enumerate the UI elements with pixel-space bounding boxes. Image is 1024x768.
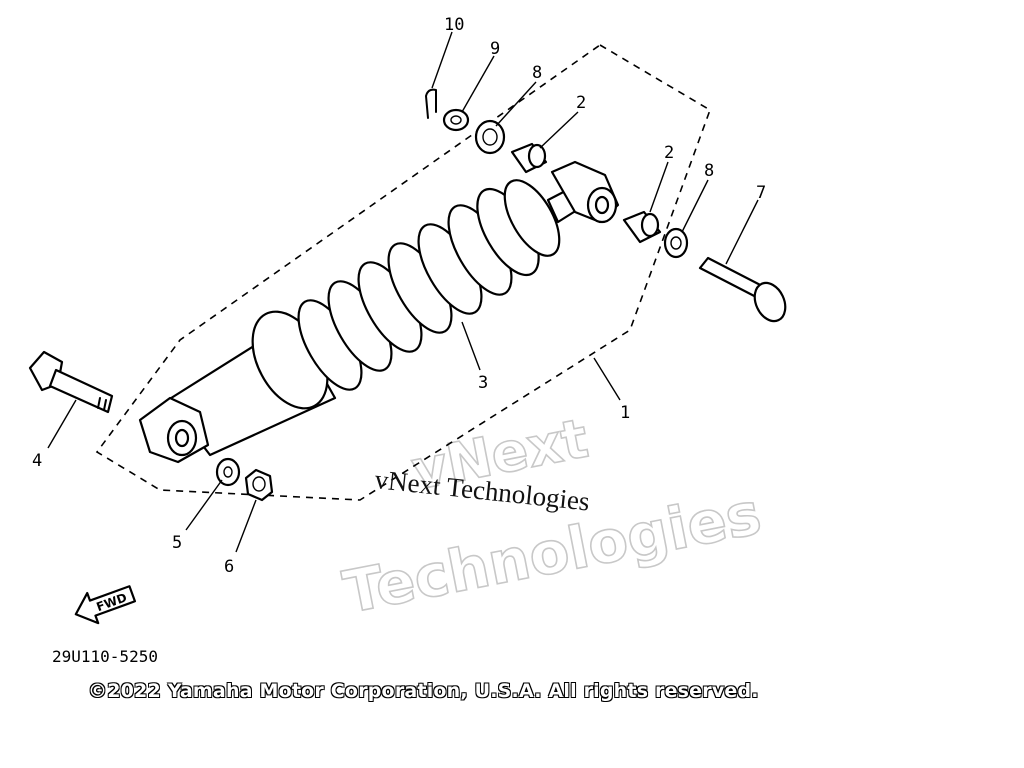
callout-numbers: 10 9 8 2 2 8 7 3 1 4 5 6 <box>32 15 766 577</box>
callout-3: 3 <box>478 373 488 393</box>
callout-6: 6 <box>224 557 234 577</box>
copyright-notice: ©2022 Yamaha Motor Corporation, U.S.A. A… <box>88 680 759 702</box>
callout-2-right: 2 <box>664 143 674 163</box>
callout-10: 10 <box>444 15 464 35</box>
drawing-code: 29U110-5250 <box>52 647 158 666</box>
fwd-arrow-icon: FWD <box>74 585 137 625</box>
callout-9: 9 <box>490 39 500 59</box>
cotter-pin <box>425 88 437 119</box>
callout-1: 1 <box>620 403 630 423</box>
nut-6 <box>244 468 274 502</box>
washer-9 <box>442 108 470 132</box>
callout-2-top: 2 <box>576 93 586 113</box>
callout-5: 5 <box>172 533 182 553</box>
callout-8-right: 8 <box>704 161 714 181</box>
bushing-2-right <box>622 210 662 244</box>
coil-spring <box>297 179 561 391</box>
bolt-4 <box>28 350 114 414</box>
callout-8-top: 8 <box>532 63 542 83</box>
shock-absorber <box>138 160 620 464</box>
pin-7 <box>698 256 787 323</box>
callout-4: 4 <box>32 451 42 471</box>
seal-8-top <box>474 119 506 155</box>
bushing-2-top <box>510 142 548 174</box>
washer-5 <box>215 457 241 487</box>
leader-lines <box>47 31 759 553</box>
callout-7: 7 <box>756 183 766 203</box>
seal-8-right <box>663 227 689 259</box>
